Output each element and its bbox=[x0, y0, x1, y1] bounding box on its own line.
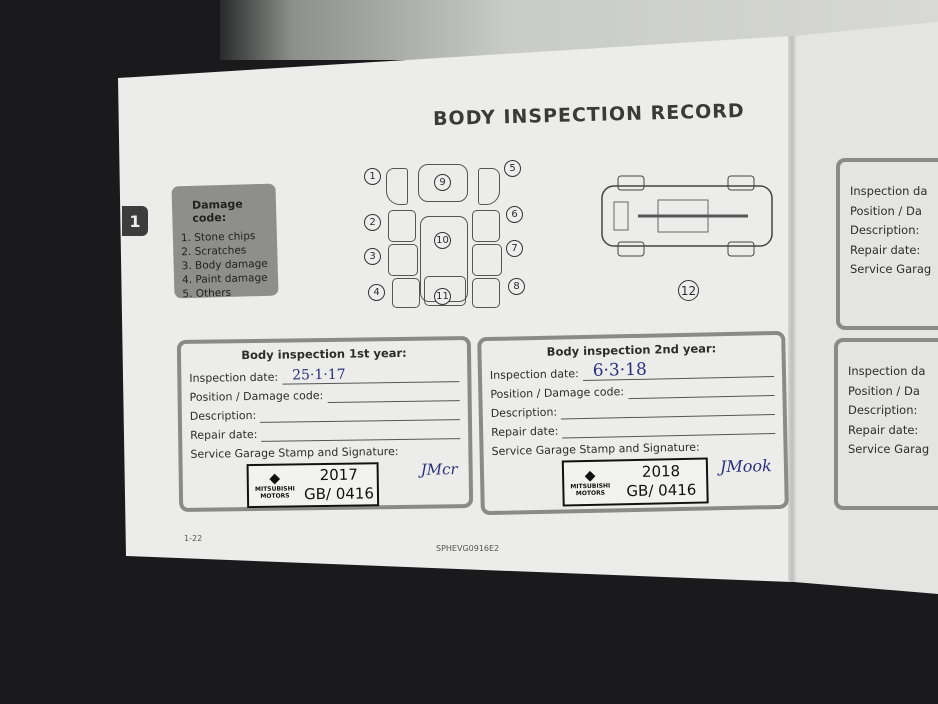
right-label: Description: bbox=[850, 223, 920, 237]
position-marker: 1 bbox=[364, 168, 381, 185]
inspection-date-label: Inspection date: bbox=[489, 367, 579, 382]
signature: JMook bbox=[719, 456, 772, 477]
stamp-year: 2017 bbox=[319, 465, 358, 485]
right-label: Service Garag bbox=[850, 262, 932, 276]
position-damage-label: Position / Damage code: bbox=[490, 385, 625, 401]
position-marker: 11 bbox=[434, 288, 451, 305]
position-marker: 5 bbox=[504, 160, 521, 177]
stamp-signature-label: Service Garage Stamp and Signature: bbox=[190, 444, 399, 461]
panel-tailgate bbox=[424, 276, 466, 306]
damage-code-legend: Damage code: 1. Stone chips 2. Scratches… bbox=[171, 183, 279, 301]
position-marker: 10 bbox=[434, 232, 451, 249]
right-label: Position / Da bbox=[848, 383, 920, 398]
stamp-year: 2018 bbox=[641, 462, 681, 481]
stamp-brand: MITSUBISHI MOTORS bbox=[254, 485, 295, 500]
damage-code-heading: Damage code: bbox=[191, 197, 243, 225]
signature: JMcr bbox=[420, 460, 458, 479]
position-marker: 2 bbox=[364, 214, 381, 231]
stamp-signature-label: Service Garage Stamp and Signature: bbox=[491, 440, 700, 458]
inspection-date-value: 25·1·17 bbox=[292, 366, 346, 384]
position-marker: 7 bbox=[506, 240, 523, 257]
panel-rear-right-quarter bbox=[472, 278, 500, 308]
right-label: Inspection da bbox=[850, 184, 928, 198]
panel-rear-left-quarter bbox=[392, 278, 420, 308]
position-marker: 3 bbox=[364, 248, 381, 265]
book-gutter bbox=[788, 36, 796, 582]
page-number: 1-22 bbox=[184, 534, 203, 543]
right-label: Service Garag bbox=[848, 442, 930, 456]
panel-rear-right-door bbox=[472, 244, 502, 276]
description-label: Description: bbox=[490, 405, 558, 420]
repair-date-field[interactable] bbox=[261, 424, 461, 442]
inspection-heading: Body inspection 2nd year: bbox=[546, 341, 717, 359]
right-label: Description: bbox=[848, 403, 918, 417]
right-label: Repair date: bbox=[848, 422, 919, 437]
repair-date-label: Repair date: bbox=[491, 424, 559, 439]
panel-front-left-door bbox=[388, 210, 416, 242]
mitsubishi-logo-icon: ◆MITSUBISHI MOTORS bbox=[564, 468, 617, 497]
panel-front-right-fender bbox=[478, 168, 500, 205]
description-field[interactable] bbox=[260, 405, 460, 423]
inspection-date-field[interactable]: 25·1·17 bbox=[282, 366, 460, 385]
panel-front-right-door bbox=[472, 210, 500, 242]
inspection-heading: Body inspection 1st year: bbox=[241, 345, 407, 363]
panel-rear-left-door bbox=[388, 244, 418, 276]
car-body-diagram: 1 2 3 4 5 6 7 8 9 10 11 bbox=[362, 160, 532, 310]
right-label: Position / Da bbox=[850, 203, 922, 218]
right-label: Inspection da bbox=[848, 364, 926, 378]
position-marker: 8 bbox=[508, 278, 525, 295]
inspection-date-label: Inspection date: bbox=[189, 370, 279, 385]
inspection-record-year-2: Body inspection 2nd year: Inspection dat… bbox=[477, 330, 789, 516]
right-record-heading: B bbox=[840, 166, 938, 180]
position-marker: 12 bbox=[678, 280, 699, 301]
stamp-code: GB/ 0416 bbox=[303, 484, 375, 504]
right-page-record-2: B Inspection da Position / Da Descriptio… bbox=[834, 338, 938, 510]
position-damage-field[interactable] bbox=[327, 386, 460, 403]
position-damage-label: Position / Damage code: bbox=[189, 389, 324, 404]
panel-front-left-fender bbox=[386, 168, 408, 205]
mitsubishi-logo-icon: ◆MITSUBISHI MOTORS bbox=[249, 471, 301, 500]
damage-code-item: 4. Paint damage bbox=[181, 271, 268, 287]
damage-code-item: 5. Others bbox=[182, 286, 232, 301]
position-marker: 4 bbox=[368, 284, 385, 301]
right-label: Repair date: bbox=[850, 242, 921, 257]
underbody-outline-icon bbox=[601, 175, 773, 257]
inspection-record-year-1: Body inspection 1st year: Inspection dat… bbox=[176, 335, 474, 513]
position-marker: 9 bbox=[434, 174, 451, 191]
position-marker: 6 bbox=[506, 206, 523, 223]
right-page-record-1: B Inspection da Position / Da Descriptio… bbox=[836, 158, 938, 330]
document-code: SPHEVG0916E2 bbox=[436, 544, 500, 553]
repair-date-label: Repair date: bbox=[190, 427, 258, 442]
underbody-diagram: 12 bbox=[598, 172, 778, 302]
chapter-tab: 1 bbox=[122, 206, 148, 236]
description-label: Description: bbox=[189, 408, 257, 423]
panel-hood bbox=[418, 164, 468, 202]
stamp-brand: MITSUBISHI MOTORS bbox=[570, 482, 611, 498]
position-damage-field[interactable] bbox=[627, 381, 775, 400]
stamp-code: GB/ 0416 bbox=[626, 480, 697, 501]
right-record-heading: B bbox=[838, 346, 938, 360]
inspection-date-value: 6·3·18 bbox=[592, 359, 648, 381]
